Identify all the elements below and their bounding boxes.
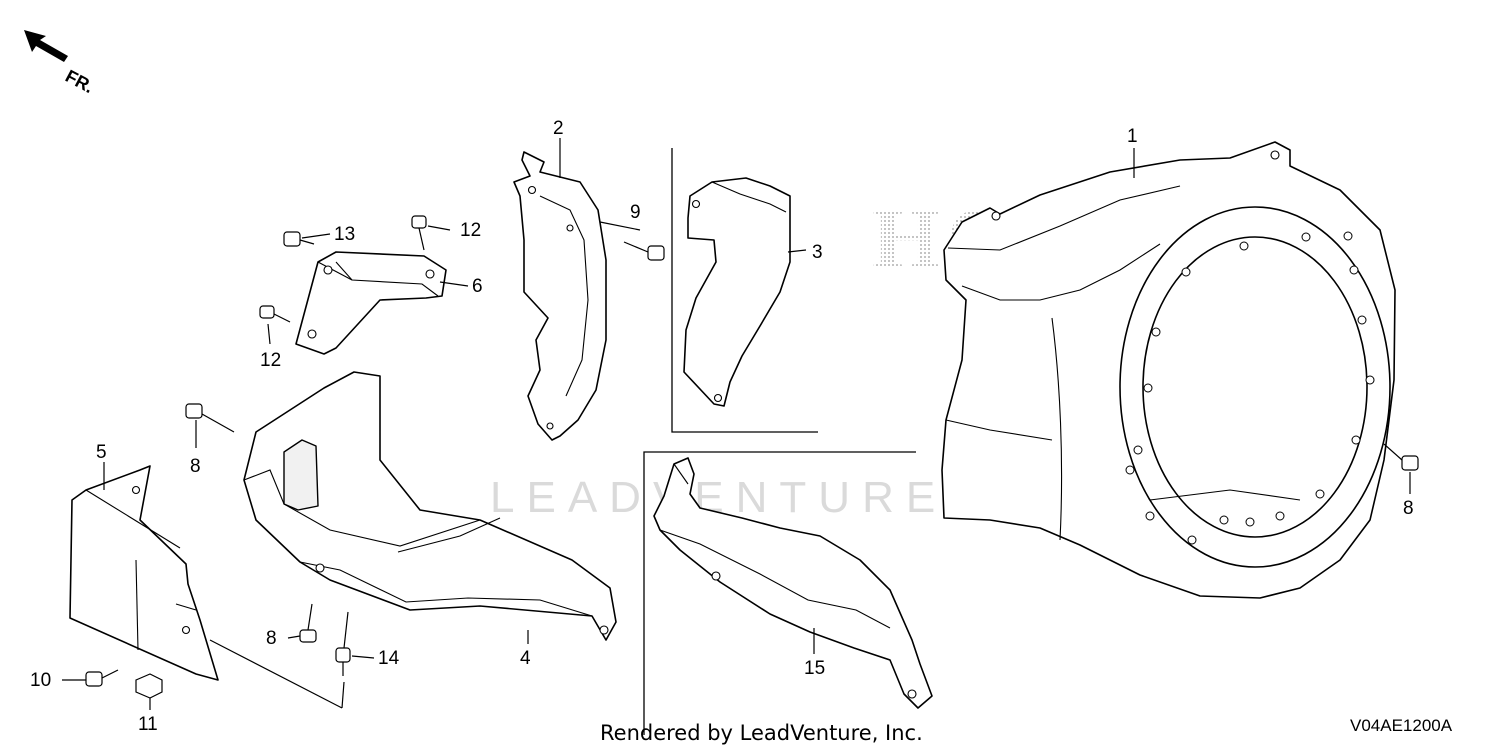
- part-15-frame: [643, 451, 916, 735]
- callout-15: 15: [804, 658, 825, 679]
- callout-8-right: 8: [1403, 498, 1414, 519]
- front-direction-arrow-icon: [24, 30, 68, 62]
- callout-10: 10: [30, 670, 51, 691]
- callout-13: 13: [334, 224, 355, 245]
- bolt-icon: [85, 215, 1419, 699]
- diagram-code: V04AE1200A: [1350, 716, 1453, 735]
- part-3-frame: [671, 148, 818, 433]
- callout-8-lower: 8: [266, 628, 277, 649]
- callout-3: 3: [812, 242, 823, 263]
- bracket-part-6: [295, 251, 447, 355]
- callout-14: 14: [378, 648, 400, 669]
- callout-6: 6: [472, 276, 483, 297]
- callout-1: 1: [1127, 126, 1138, 147]
- callout-12-upper: 12: [460, 220, 481, 241]
- leader-lines: [62, 138, 1411, 710]
- cover-part-2: [513, 151, 607, 441]
- cover-part-4: [243, 371, 617, 641]
- bracket-part-5: [69, 465, 219, 681]
- callout-12-lower: 12: [260, 350, 281, 371]
- callout-8-left: 8: [190, 456, 201, 477]
- callout-4: 4: [520, 648, 531, 669]
- callout-11: 11: [138, 714, 158, 735]
- callout-5: 5: [96, 442, 107, 463]
- callout-9: 9: [630, 202, 641, 223]
- render-credit: Rendered by LeadVenture, Inc.: [600, 721, 923, 745]
- callout-2: 2: [553, 118, 564, 139]
- fan-cover-part-1: [941, 141, 1396, 599]
- front-direction-label: FR.: [62, 66, 97, 97]
- cover-part-15: [653, 457, 933, 709]
- cover-part-3: [683, 177, 791, 407]
